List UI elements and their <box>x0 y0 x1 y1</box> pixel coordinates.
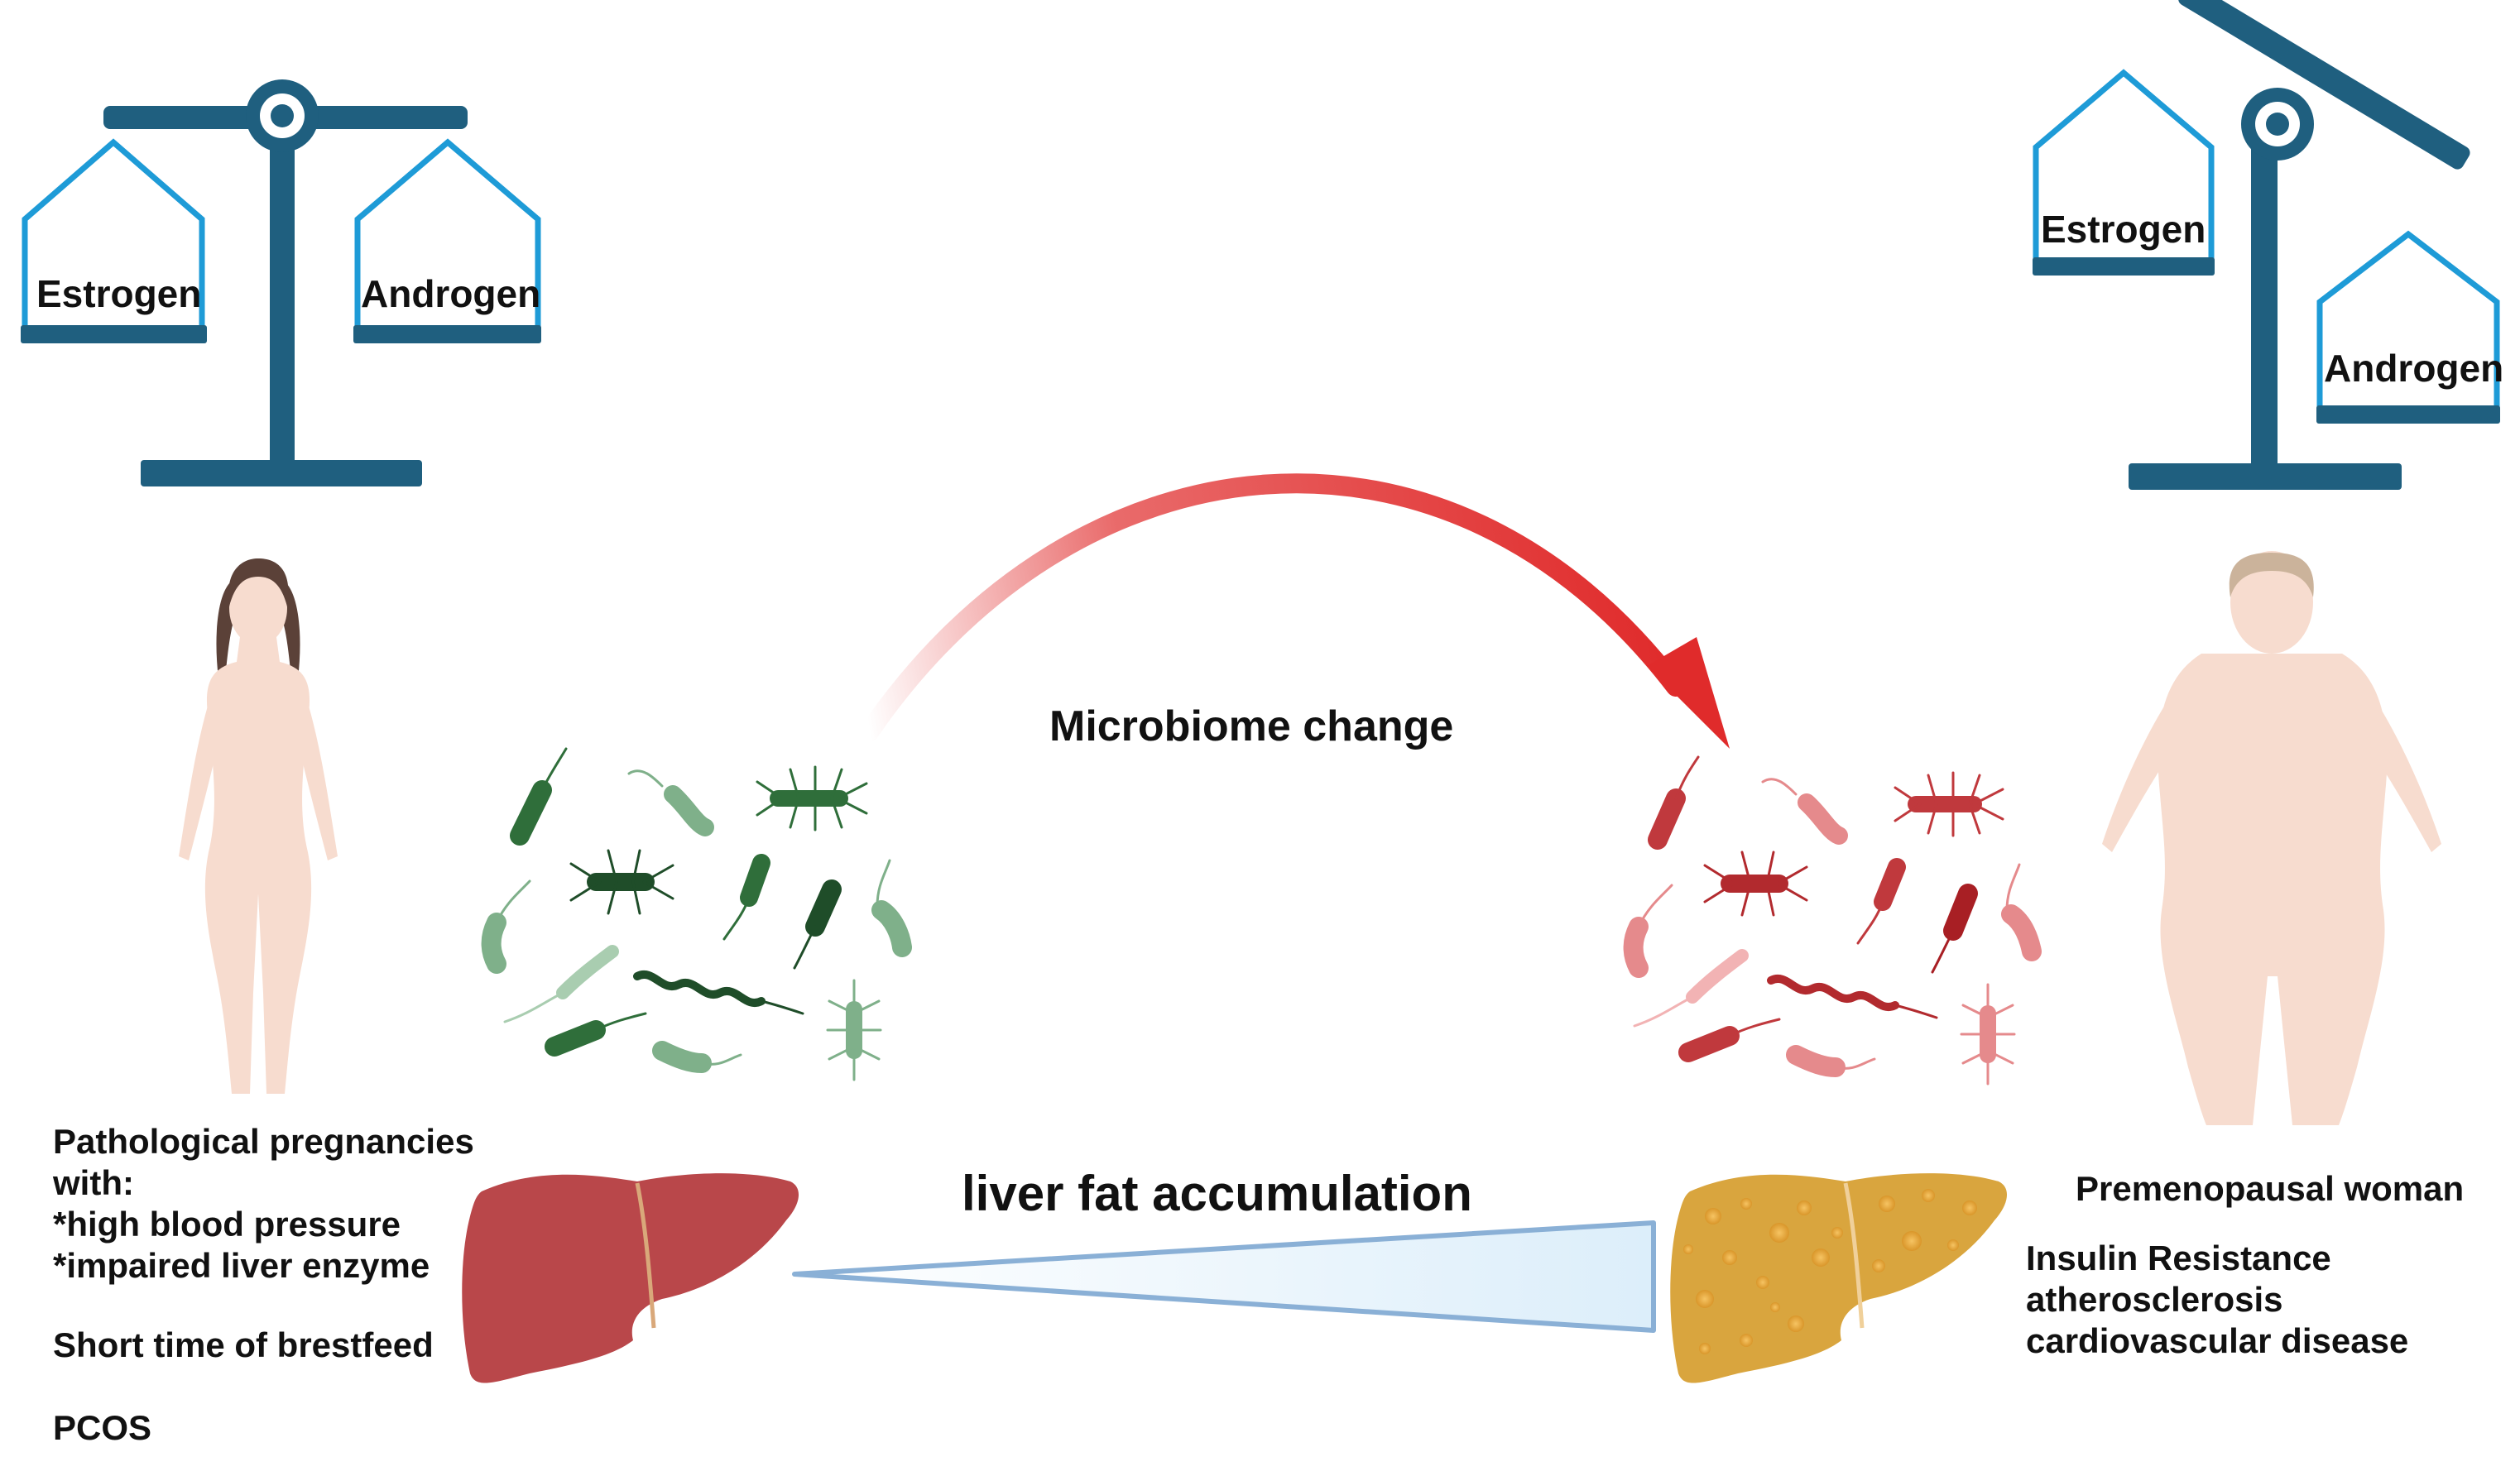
outcome-line: cardiovascular disease <box>2026 1321 2409 1360</box>
risk-factor-line: Short time of brestfeed <box>53 1325 434 1364</box>
left-scale-estrogen-label: Estrogen <box>36 272 202 315</box>
risk-factor-line: PCOS <box>53 1408 152 1447</box>
left-risk-factor-list: Pathological pregnancies with: *high blo… <box>53 1121 474 1449</box>
risk-factor-line: with: <box>53 1163 134 1202</box>
left-scale-androgen-label: Androgen <box>361 272 541 315</box>
risk-factor-line: *impaired liver enzyme <box>53 1246 430 1285</box>
obese-woman-figure <box>2102 551 2441 1125</box>
premenopausal-woman-label: Premenopausal woman <box>2076 1169 2465 1208</box>
healthy-microbiome-cluster <box>481 747 912 1081</box>
altered-microbiome-cluster <box>1623 755 2042 1085</box>
healthy-liver-icon <box>462 1173 799 1383</box>
right-scale-androgen-pan <box>2316 230 2500 424</box>
microbiome-change-arrow <box>859 473 1730 749</box>
outcome-line: Insulin Resistance <box>2026 1239 2331 1277</box>
right-scale-estrogen-pan <box>2033 69 2215 276</box>
right-balance-scale <box>2129 0 2470 490</box>
left-scale-estrogen-pan <box>21 138 207 343</box>
slim-woman-figure <box>179 558 338 1094</box>
microbiome-change-label: Microbiome change <box>1049 702 1454 750</box>
liver-fat-wedge <box>792 1220 1656 1333</box>
right-scale-estrogen-label: Estrogen <box>2041 208 2206 251</box>
outcome-line: atherosclerosis <box>2026 1280 2283 1319</box>
left-balance-scale <box>103 79 468 486</box>
left-scale-androgen-pan <box>353 138 541 343</box>
risk-factor-line: Pathological pregnancies <box>53 1122 474 1161</box>
right-scale-androgen-label: Androgen <box>2324 347 2504 390</box>
risk-factor-line: *high blood pressure <box>53 1205 401 1244</box>
liver-fat-accumulation-label: liver fat accumulation <box>962 1166 1472 1221</box>
fatty-liver-icon <box>1670 1173 2008 1383</box>
outcome-list: Insulin Resistance atherosclerosis cardi… <box>2026 1238 2408 1362</box>
